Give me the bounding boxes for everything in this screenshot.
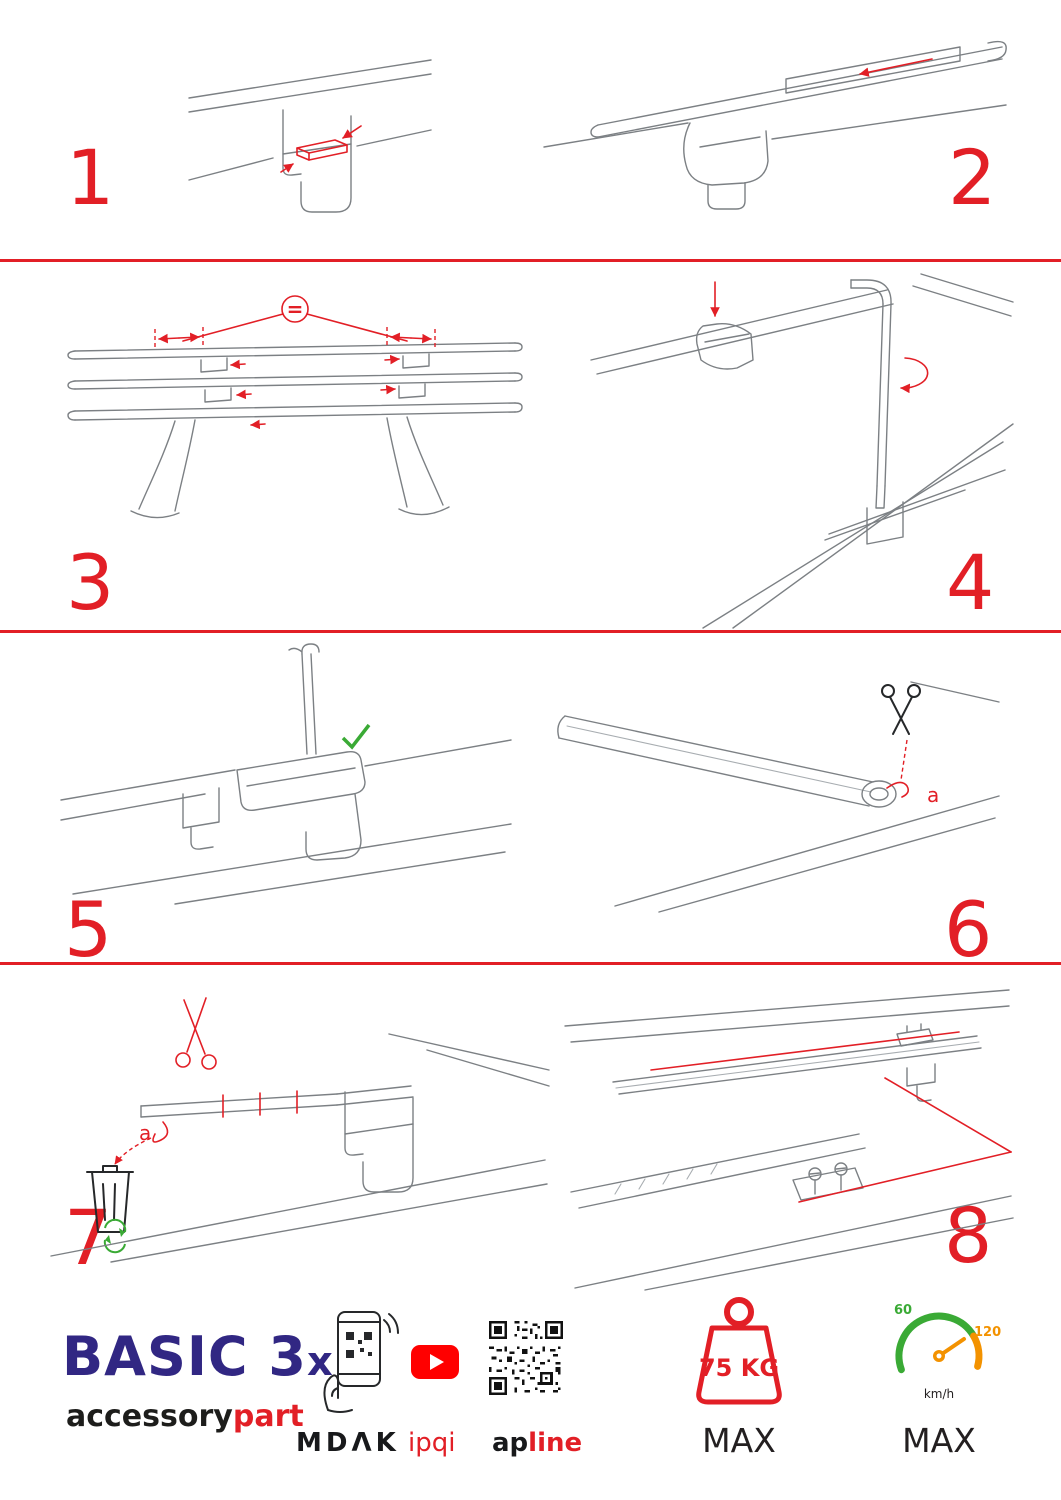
apline-red: line <box>528 1428 583 1458</box>
check-icon <box>341 723 371 750</box>
speed-limit-icon: 60 120 km/h <box>894 1303 1001 1401</box>
phone-qr-icon <box>323 1311 399 1413</box>
step-6-illustration: a <box>557 681 1000 913</box>
section-divider <box>0 962 1061 965</box>
recycle-icon <box>103 1218 127 1254</box>
section-divider <box>0 259 1061 262</box>
step-1-illustration <box>188 59 432 213</box>
phone-screen-qr <box>346 1332 372 1358</box>
weight-max-label: MAX <box>702 1421 776 1460</box>
product-logo: BASIC 3x <box>62 1330 334 1384</box>
equal-spacing-label: = <box>287 297 304 321</box>
brand-wordmark: accessorypart <box>66 1402 304 1432</box>
step-4-number: 4 <box>946 538 995 627</box>
weight-limit-icon: 75 KG <box>696 1297 782 1405</box>
trash-bin-icon <box>86 1165 134 1233</box>
cut-point-label: a <box>927 783 939 807</box>
step-8-number: 8 <box>944 1191 993 1280</box>
step-8-illustration <box>564 989 1014 1291</box>
speed-max-label: MAX <box>902 1421 976 1460</box>
section-divider <box>0 630 1061 633</box>
brand-red: part <box>232 1399 304 1434</box>
step-2-number: 2 <box>948 133 997 222</box>
step-2-illustration <box>543 40 1007 210</box>
cut-point-label: a <box>139 1121 151 1145</box>
youtube-icon <box>411 1345 459 1379</box>
speed-unit: km/h <box>924 1387 954 1401</box>
step-1-number: 1 <box>66 133 115 222</box>
logo-ipqi: ipqi <box>408 1428 456 1458</box>
step-3-number: 3 <box>66 538 115 627</box>
apline-black: ap <box>492 1428 529 1458</box>
product-name: BASIC 3 <box>62 1325 307 1388</box>
logo-apline: apline <box>492 1430 582 1456</box>
brand-black: accessory <box>66 1399 233 1434</box>
speed-tick-low: 60 <box>894 1303 912 1318</box>
speed-tick-high: 120 <box>974 1325 1001 1340</box>
scissors-icon <box>175 997 217 1070</box>
product-size: x <box>306 1339 334 1385</box>
logo-mdak: MDΛK <box>296 1428 400 1458</box>
step-3-illustration: = <box>67 295 523 519</box>
step-7-illustration: a <box>50 997 550 1263</box>
qr-code-icon <box>489 1321 563 1395</box>
weight-value: 75 KG <box>699 1354 779 1382</box>
step-4-illustration <box>590 273 1014 629</box>
step-5-illustration <box>60 643 512 905</box>
step-5-number: 5 <box>64 885 113 974</box>
step-6-number: 6 <box>944 885 993 974</box>
scissors-icon <box>881 684 921 735</box>
